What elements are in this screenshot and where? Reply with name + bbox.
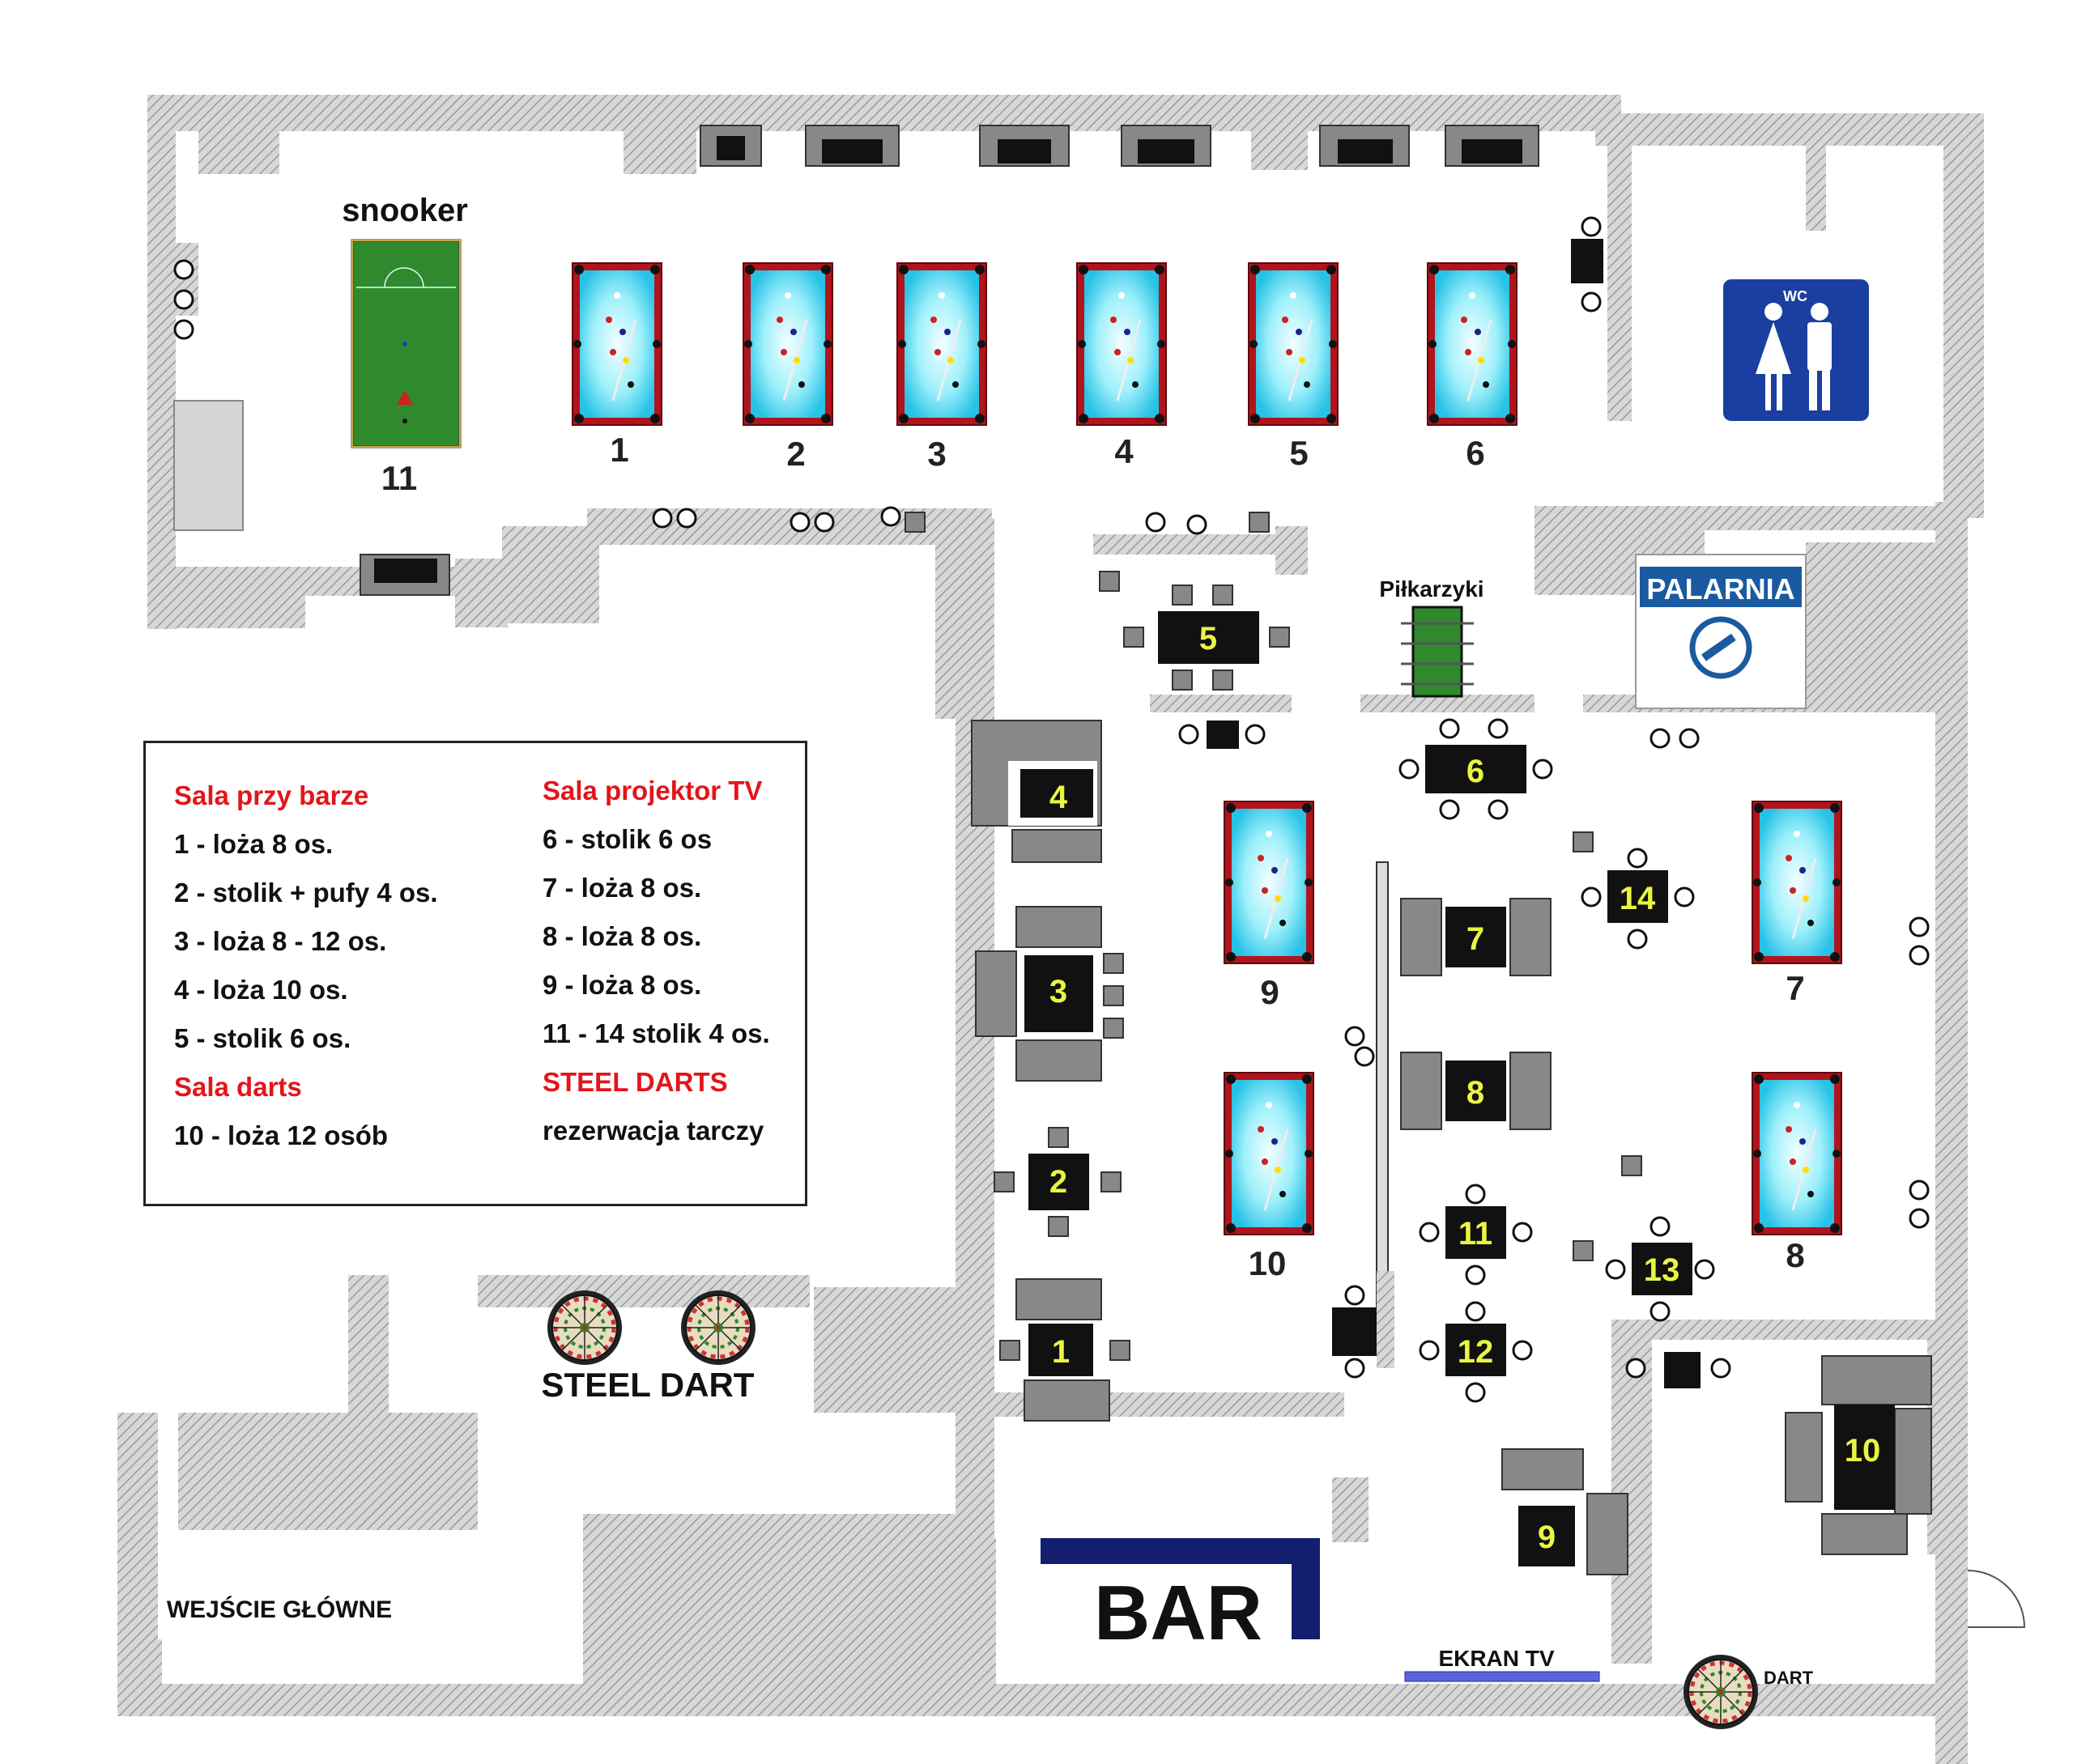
seating-table-number: 11 (1458, 1216, 1492, 1252)
steel-dart-label: STEEL DART (542, 1366, 755, 1404)
pool-table-number: 5 (1289, 434, 1308, 472)
table-11 (1419, 1184, 1533, 1286)
wc-sign: WC (1723, 279, 1869, 421)
booth-1 (999, 1278, 1130, 1422)
legend-heading: Sala darts (174, 1072, 302, 1102)
misc-small-tables (173, 216, 1930, 1388)
seating-table-number: 8 (1466, 1075, 1484, 1111)
seating-table-number: 1 (1052, 1334, 1070, 1370)
tv-screen-label: EKRAN TV (1438, 1646, 1554, 1671)
legend-left-column: Sala przy barze 1 - loża 8 os. 2 - stoli… (174, 776, 438, 1164)
legend-item: 1 - loża 8 os. (174, 829, 334, 859)
seating-table-number: 12 (1458, 1334, 1494, 1370)
pool-table-number: 3 (927, 435, 946, 473)
legend-item: 4 - loża 10 os. (174, 975, 348, 1005)
cabinet-tops (374, 136, 1522, 583)
legend-item: rezerwacja tarczy (543, 1116, 764, 1146)
table-12 (1419, 1301, 1533, 1403)
seating-table-number: 14 (1620, 881, 1656, 916)
pool-table-number: 6 (1466, 434, 1484, 472)
dartboard-2 (681, 1290, 756, 1365)
wc-label: WC (1783, 288, 1807, 304)
legend-heading: Sala przy barze (174, 780, 369, 810)
seating-table-number: 2 (1049, 1164, 1067, 1200)
pool-table-number: 10 (1249, 1244, 1287, 1282)
pool-table-2 (742, 261, 834, 427)
legend-item: 6 - stolik 6 os (543, 824, 713, 854)
legend-item: 10 - loża 12 osób (174, 1120, 389, 1150)
seating-table-number: 7 (1466, 921, 1484, 957)
tv-screen (1404, 1671, 1600, 1682)
table-2-poufs (994, 1127, 1122, 1237)
pool-table-number: 1 (610, 431, 628, 469)
snooker-table-number: 11 (381, 459, 417, 497)
legend-item: 7 - loża 8 os. (543, 873, 702, 903)
pool-table-number: 8 (1786, 1236, 1804, 1274)
bar-counter (1041, 1538, 1320, 1639)
table-6 (1398, 718, 1553, 820)
legend-item: 11 - 14 stolik 4 os. (543, 1018, 770, 1048)
legend-heading: STEEL DARTS (543, 1067, 728, 1097)
seating-table-number: 10 (1845, 1433, 1881, 1469)
pool-table-5 (1247, 261, 1339, 427)
seating-table-number: 4 (1049, 780, 1068, 815)
table-5 (1123, 584, 1290, 691)
seating-table-number: 5 (1199, 621, 1217, 657)
pool-table-number: 2 (786, 435, 805, 473)
main-entrance-label: WEJŚCIE GŁÓWNE (167, 1596, 392, 1623)
dartboard-1 (547, 1290, 622, 1365)
bar-label: BAR (1094, 1570, 1262, 1656)
snooker-table (351, 239, 462, 448)
legend-item: 8 - loża 8 os. (543, 921, 702, 951)
pool-table-number: 9 (1260, 973, 1279, 1011)
booth-3 (975, 906, 1124, 1082)
pool-table-7 (1751, 800, 1843, 965)
pool-table-number: 4 (1114, 432, 1134, 470)
smoking-room-sign: PALARNIA (1635, 554, 1807, 709)
pool-table-number: 7 (1786, 969, 1804, 1007)
snooker-label: snooker (342, 193, 468, 228)
dartboard-3 (1684, 1655, 1758, 1729)
foosball-table (1401, 606, 1474, 698)
walls (117, 95, 1984, 1764)
legend-heading: Sala projektor TV (543, 776, 763, 805)
door-swing (1967, 1570, 2026, 1628)
legend-item: 5 - stolik 6 os. (174, 1023, 351, 1053)
pool-table-6 (1426, 261, 1518, 427)
booth-9 (1501, 1448, 1628, 1575)
pool-table-9 (1223, 800, 1315, 965)
booth-7 (1400, 898, 1552, 976)
booth-4 (971, 720, 1102, 863)
pool-table-8 (1751, 1071, 1843, 1236)
booth-10 (1785, 1355, 1932, 1555)
pool-table-1 (571, 261, 663, 427)
storage-box (173, 400, 244, 531)
legend-box: Sala przy barze 1 - loża 8 os. 2 - stoli… (143, 741, 807, 1206)
foosball-label: Piłkarzyki (1379, 576, 1483, 601)
legend-item: 9 - loża 8 os. (543, 970, 702, 1000)
seating-table-number: 3 (1049, 974, 1067, 1010)
dart-label: DART (1764, 1668, 1814, 1688)
pool-table-10 (1223, 1071, 1315, 1236)
booth-8 (1400, 1052, 1552, 1130)
seating-table-number: 13 (1644, 1252, 1680, 1288)
pool-table-3 (896, 261, 988, 427)
table-14 (1581, 848, 1695, 950)
legend-item: 2 - stolik + pufy 4 os. (174, 878, 438, 908)
pool-table-4 (1075, 261, 1168, 427)
legend-right-column: Sala projektor TV 6 - stolik 6 os 7 - lo… (543, 771, 770, 1159)
smoking-room-label: PALARNIA (1646, 572, 1794, 606)
table-13 (1605, 1216, 1715, 1322)
seating-table-number: 6 (1466, 754, 1484, 789)
legend-item: 3 - loża 8 - 12 os. (174, 926, 387, 956)
seating-table-number: 9 (1538, 1520, 1556, 1555)
